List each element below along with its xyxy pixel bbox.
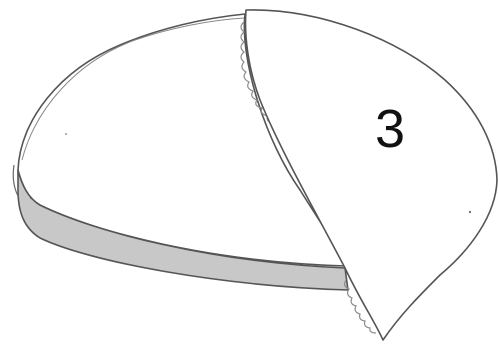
speck-mark [65,133,67,135]
slice-number-label: 3 [355,102,425,156]
speck-mark [469,211,471,213]
